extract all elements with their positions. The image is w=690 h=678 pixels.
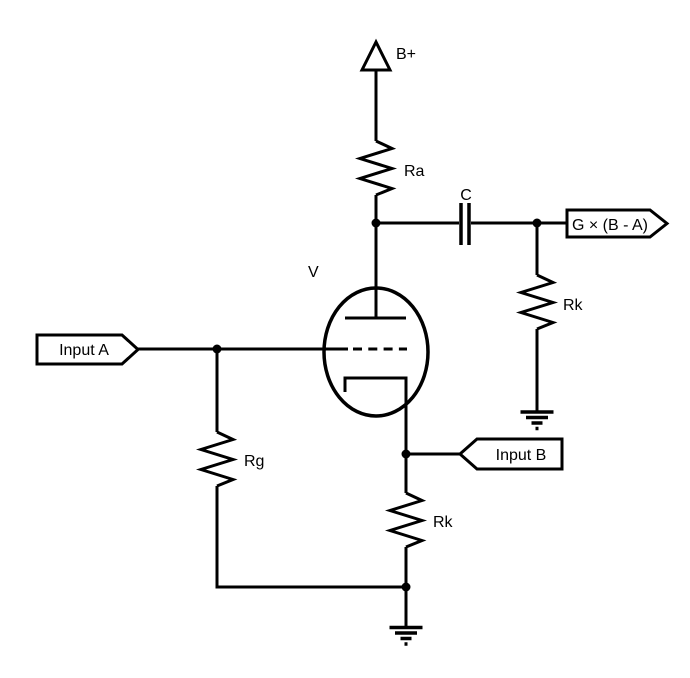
label-input-a: Input A bbox=[59, 342, 109, 359]
rg-bottom-wire bbox=[215, 486, 406, 589]
output-flag-shape bbox=[565, 208, 670, 239]
input-a-flag-shape bbox=[35, 333, 141, 366]
b-plus-supply: B+ bbox=[359, 38, 416, 141]
resistor-zigzag bbox=[354, 139, 398, 197]
node-dot-output bbox=[532, 218, 542, 228]
ground-symbol-output bbox=[520, 410, 554, 431]
input-a: Input A bbox=[35, 333, 348, 366]
label-b-plus: B+ bbox=[396, 46, 416, 63]
tube-v: V bbox=[308, 264, 430, 493]
resistor-rg: Rg bbox=[195, 349, 406, 589]
label-c: C bbox=[460, 187, 472, 204]
node-dot-anode bbox=[371, 218, 381, 228]
label-v: V bbox=[308, 264, 319, 281]
node-dot-bottom bbox=[401, 582, 411, 592]
output-flag: G × (B - A) bbox=[565, 208, 670, 239]
resistor-ra: Ra bbox=[354, 139, 425, 197]
input-b: Input B bbox=[406, 437, 564, 471]
resistor-rk-cathode: Rk bbox=[384, 491, 454, 626]
supply-triangle-icon bbox=[359, 38, 393, 72]
label-ra: Ra bbox=[404, 163, 425, 180]
label-rg: Rg bbox=[244, 453, 264, 470]
node-dot-cathode bbox=[401, 449, 411, 459]
capacitor-c: C bbox=[376, 187, 567, 245]
label-rk-output: Rk bbox=[563, 297, 584, 314]
ground-symbol-bottom bbox=[389, 625, 423, 646]
resistor-zigzag bbox=[195, 430, 239, 488]
resistor-zigzag bbox=[515, 273, 559, 331]
label-rk-cathode: Rk bbox=[433, 514, 454, 531]
input-b-flag-shape bbox=[457, 437, 564, 471]
node-dot-grid bbox=[212, 344, 222, 354]
label-input-b: Input B bbox=[496, 447, 547, 464]
tube-envelope bbox=[322, 286, 430, 418]
label-output: G × (B - A) bbox=[572, 217, 648, 234]
resistor-zigzag bbox=[384, 491, 428, 549]
resistor-rk-output: Rk bbox=[515, 223, 584, 411]
tube-cathode bbox=[343, 376, 408, 493]
